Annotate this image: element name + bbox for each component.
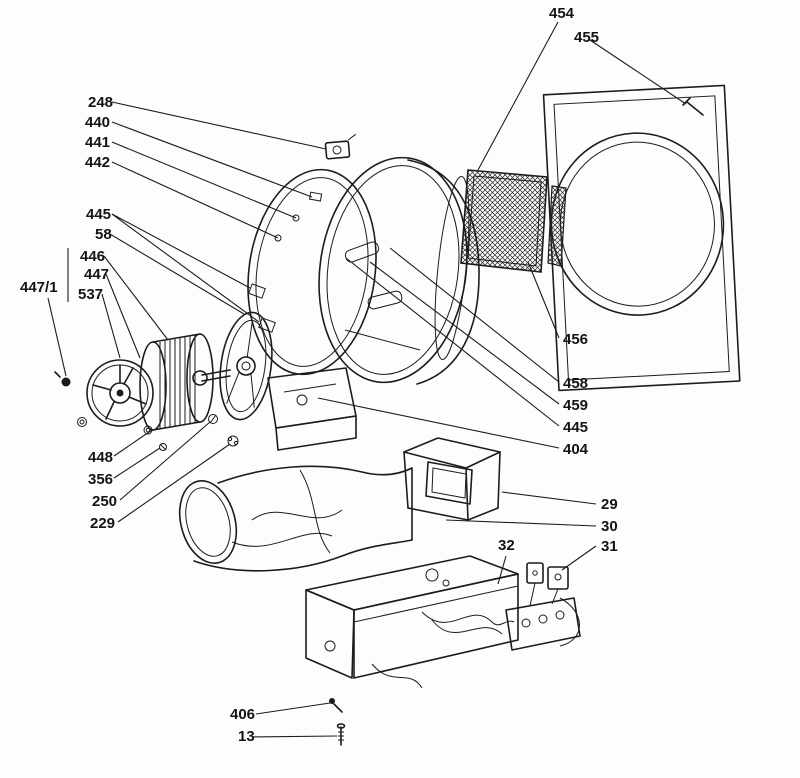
relay xyxy=(526,562,569,607)
part-label-31: 31 xyxy=(601,538,618,555)
part-label-445: 445 xyxy=(563,419,588,436)
part-label-459: 459 xyxy=(563,397,588,414)
part-label-250: 250 xyxy=(92,493,117,510)
part-label-454: 454 xyxy=(549,5,575,22)
drum-body xyxy=(318,156,480,385)
part-label-30: 30 xyxy=(601,518,618,535)
part-label-406: 406 xyxy=(230,706,255,723)
fan-housing xyxy=(403,437,501,521)
part-label-445: 445 xyxy=(86,206,111,223)
clip-229 xyxy=(227,435,239,447)
shaft-screw xyxy=(159,443,167,451)
drum-baffle xyxy=(367,290,403,310)
ring-screw xyxy=(274,234,282,242)
part-label-537: 537 xyxy=(78,286,103,303)
part-label-356: 356 xyxy=(88,471,113,488)
part-label-455: 455 xyxy=(574,29,599,46)
part-label-32: 32 xyxy=(498,537,515,554)
air-duct xyxy=(178,465,413,572)
drum-support xyxy=(219,311,273,421)
ring-clip xyxy=(308,191,323,202)
part-label-248: 248 xyxy=(88,94,113,111)
base-box xyxy=(305,555,519,689)
screw-13 xyxy=(336,723,346,746)
part-label-440: 440 xyxy=(85,114,110,131)
terminal-block xyxy=(505,597,581,651)
part-label-447: 447 xyxy=(84,266,109,283)
fan-wheel xyxy=(86,359,154,427)
part-label-446: 446 xyxy=(80,248,105,265)
felt-pad xyxy=(248,283,266,299)
ring-screw xyxy=(292,214,300,222)
bearing-bracket xyxy=(267,367,357,451)
part-label-442: 442 xyxy=(85,154,110,171)
drum-front-ring xyxy=(247,168,377,376)
part-label-13: 13 xyxy=(238,728,255,745)
part-label-229: 229 xyxy=(90,515,115,532)
part-label-448: 448 xyxy=(88,449,113,466)
screw-406 xyxy=(329,698,343,713)
door-switch xyxy=(324,133,357,160)
part-label-441: 441 xyxy=(85,134,110,151)
panel-screw xyxy=(682,97,704,116)
filter-mesh xyxy=(460,169,567,273)
part-label-404: 404 xyxy=(563,441,589,458)
washer xyxy=(77,417,87,427)
part-label-456: 456 xyxy=(563,331,588,348)
part-label-458: 458 xyxy=(563,375,588,392)
blower-cage xyxy=(139,333,231,431)
part-label-58: 58 xyxy=(95,226,112,243)
felt-pad xyxy=(258,317,276,333)
part-label-447-1: 447/1 xyxy=(20,279,58,296)
rear-door-panel xyxy=(542,84,741,392)
leader-lines xyxy=(47,21,687,738)
fan-bolt xyxy=(54,371,71,387)
clip-250 xyxy=(208,414,218,424)
drum-baffle xyxy=(344,241,380,263)
wiring-harness xyxy=(421,597,580,647)
part-label-29: 29 xyxy=(601,496,618,513)
